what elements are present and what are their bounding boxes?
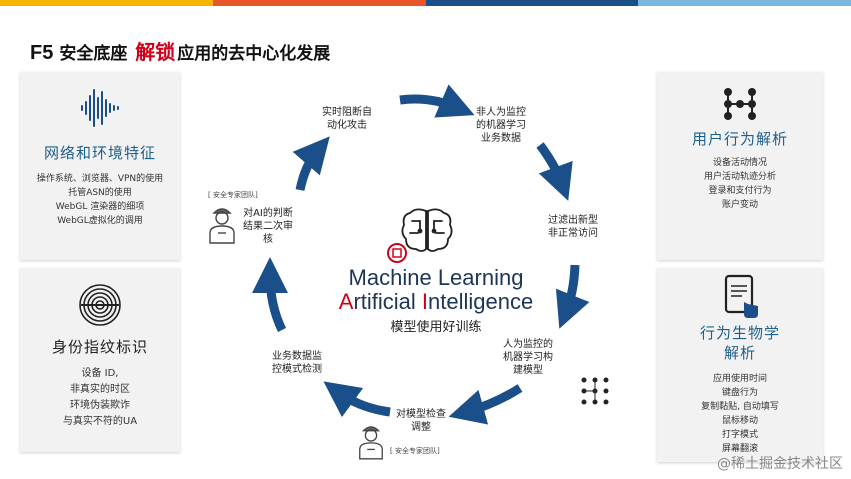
panel-line: 操作系统、浏览器、VPN的使用 [36, 174, 164, 184]
step-line: 建模型 [513, 365, 543, 376]
panel-line: 屏幕翻滚 [721, 444, 758, 454]
panel-line: 托管ASN的使用 [68, 188, 132, 198]
step-line: 实时阻断自 [322, 107, 372, 118]
panel-body: 操作系统、浏览器、VPN的使用 托管ASN的使用 WebGL 渲染器的细项 We… [20, 172, 180, 228]
title-brand: F5 [30, 42, 54, 64]
step-line: 机器学习构 [503, 352, 553, 363]
step-line: 非人为监控 [476, 107, 526, 118]
cycle-step-5: 对模型检查 调整 [396, 408, 446, 434]
panel-identity: 身份指纹标识 设备 ID, 非真实的时区 环境伪装欺诈 与真实不符的UA [20, 268, 180, 452]
ai-text-rtificial: rtificial [353, 289, 422, 314]
panel-body: 应用使用时间 键盘行为 复制黏贴, 自动填写 鼠标移动 打字模式 屏幕翻滚 [657, 372, 823, 456]
tablet-touch-icon [724, 274, 758, 318]
center-line-ml: Machine Learning [348, 265, 524, 290]
panel-line: 与真实不符的UA [62, 416, 138, 427]
cycle-step-4: 人为监控的 机器学习构 建模型 [503, 338, 553, 377]
step-line: 对模型检查 [396, 409, 446, 420]
cycle-step-7: 对AI的判断 结果二次审 核 [243, 207, 293, 246]
cycle-arrow [536, 142, 573, 201]
panel-line: 环境伪装欺诈 [70, 400, 130, 411]
panel-line: 设备活动情况 [712, 158, 767, 168]
graph-nodes-icon [724, 88, 756, 120]
step-line: 调整 [411, 422, 431, 433]
step-line: 对AI的判断 [243, 208, 293, 219]
panel-line: 账户变动 [721, 200, 758, 210]
expert-tag: [ 安全专家团队] [390, 447, 440, 455]
panel-line: WebGL虚拟化的调用 [57, 216, 143, 226]
panel-line: 复制黏贴, 自动填写 [701, 402, 779, 412]
step-line: 人为监控的 [503, 339, 553, 350]
step-line: 非正常访问 [548, 228, 598, 239]
brain-chip-icon [401, 208, 453, 252]
panel-user-behavior: 用户行为解析 设备活动情况 用户活动轨迹分析 登录和支付行为 账户变动 [657, 72, 823, 260]
panel-title-line2: 解析 [723, 344, 756, 362]
panel-line: 登录和支付行为 [708, 186, 772, 196]
cycle-arrow [448, 384, 523, 425]
title-highlight: 解锁 [135, 40, 176, 64]
topbar-segment-lightblue [638, 0, 851, 6]
step-line: 动化攻击 [327, 120, 367, 131]
step-line: 结果二次审 [243, 221, 293, 232]
cycle-arrow [555, 264, 590, 329]
soundwave-icon [81, 89, 119, 127]
center-line-ai: Artificial Intelligence [318, 290, 554, 314]
step-line: 的机器学习 [476, 120, 526, 131]
panel-body: 设备活动情况 用户活动轨迹分析 登录和支付行为 账户变动 [657, 156, 823, 212]
topbar-segment-yellow [0, 0, 213, 6]
cycle-arrow [399, 84, 475, 118]
center-subtitle: 模型使用好训练 [390, 320, 482, 335]
cycle-step-6: 业务数据监 控模式检测 [272, 350, 322, 376]
panel-title: 行为生物学 [699, 324, 780, 342]
panel-line: 用户活动轨迹分析 [703, 172, 776, 182]
cycle-arrow [252, 257, 289, 332]
title-pre: 安全底座 [59, 44, 128, 64]
panel-line: WebGL 渲染器的细项 [55, 202, 145, 212]
cycle-step-1: 实时阻断自 动化攻击 [322, 106, 372, 132]
ai-letter-i: I [421, 289, 429, 314]
ai-text-ntelligence: ntelligence [428, 289, 534, 314]
topbar-segment-orange [212, 0, 426, 6]
fingerprint-icon [79, 284, 121, 326]
title-post: 应用的去中心化发展 [177, 44, 331, 64]
step-line: 控模式检测 [272, 364, 322, 375]
panel-title: 网络和环境特征 [43, 144, 156, 162]
panel-title: 用户行为解析 [691, 130, 788, 148]
panel-line: 鼠标移动 [721, 416, 758, 426]
step-line: 业务数据 [481, 133, 521, 144]
grid-dots-icon [581, 377, 609, 405]
watermark: @稀土掘金技术社区 [717, 456, 843, 472]
panel-line: 打字模式 [721, 430, 758, 440]
red-chip-icon [387, 243, 407, 263]
expert-tag: [ 安全专家团队] [208, 191, 258, 199]
ai-letter-a: A [338, 289, 354, 314]
security-expert-icon [359, 426, 383, 460]
step-line: 过滤出新型 [548, 215, 598, 226]
cycle-step-2: 非人为监控 的机器学习 业务数据 [476, 106, 526, 145]
panel-biometric: 行为生物学 解析 应用使用时间 键盘行为 复制黏贴, 自动填写 鼠标移动 打字模… [657, 268, 823, 462]
panel-line: 键盘行为 [721, 388, 758, 398]
center-label: Machine Learning Artificial Intelligence… [318, 200, 554, 336]
cycle-step-3: 过滤出新型 非正常访问 [548, 214, 598, 240]
top-color-bar [0, 0, 851, 6]
security-expert-icon [209, 208, 235, 244]
step-line: 业务数据监 [272, 351, 322, 362]
cycle-arrow [292, 136, 330, 191]
topbar-segment-blue [425, 0, 639, 6]
panel-body: 设备 ID, 非真实的时区 环境伪装欺诈 与真实不符的UA [20, 366, 180, 430]
panel-line: 设备 ID, [81, 368, 119, 379]
step-line: 核 [263, 234, 273, 245]
panel-network-env: 网络和环境特征 操作系统、浏览器、VPN的使用 托管ASN的使用 WebGL 渲… [20, 72, 180, 260]
cycle-arrow [323, 381, 391, 418]
panel-line: 应用使用时间 [712, 374, 767, 384]
panel-line: 非真实的时区 [70, 384, 130, 395]
panel-title: 身份指纹标识 [51, 338, 148, 356]
